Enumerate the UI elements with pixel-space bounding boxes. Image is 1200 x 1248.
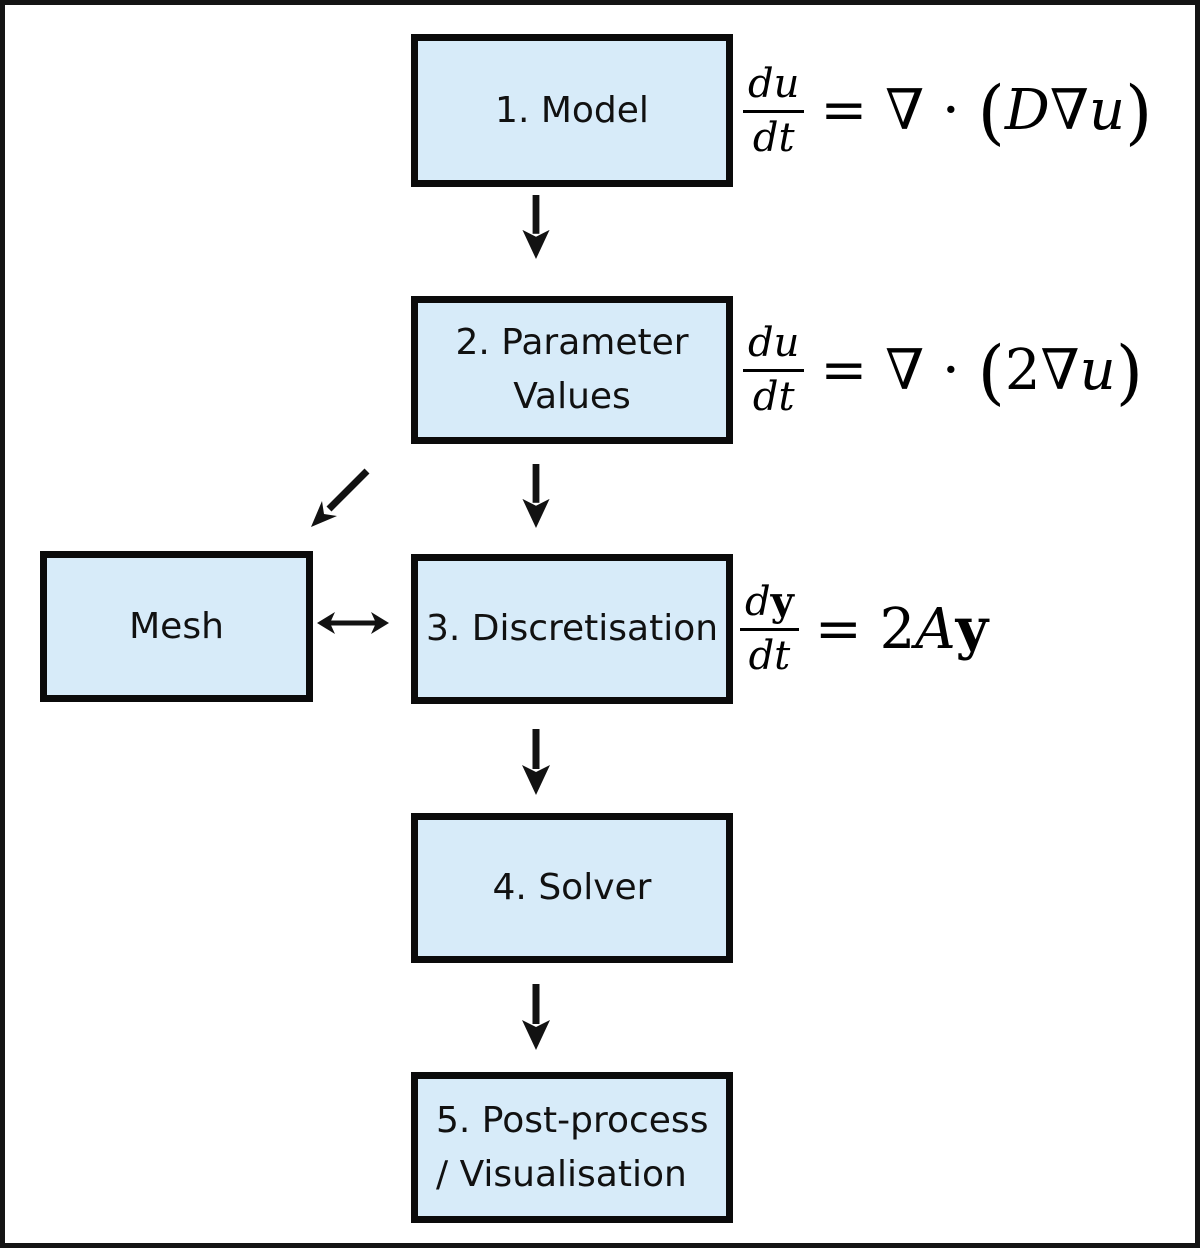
mesh-box: Mesh [40,551,313,702]
postprocess-box: 5. Post-process / Visualisation [411,1072,733,1223]
arrow-double-mesh-discretisation-icon [317,608,389,638]
solver-box: 4. Solver [411,813,733,963]
parameter-values-box-label-line1: 2. Parameter [455,322,689,363]
arrow-diagonal-to-mesh-icon [303,463,375,535]
model-box-label: 1. Model [495,89,649,131]
solver-box-label: 4. Solver [492,867,652,908]
arrow-down-parameters-to-discretisation-icon [518,464,554,528]
postprocess-box-label-line1: 5. Post-process [436,1099,709,1141]
arrow-down-model-to-parameters-icon [518,195,554,259]
discretisation-box: 3. Discretisation [411,554,733,704]
parameter-values-box: 2. Parameter Values [411,296,733,444]
mesh-box-label: Mesh [129,605,224,647]
parameter-values-box-label-line2: Values [513,376,631,417]
postprocess-box-label-line2: / Visualisation [436,1153,687,1195]
arrow-down-solver-to-postprocess-icon [518,984,554,1050]
arrow-down-discretisation-to-solver-icon [518,727,554,797]
model-box: 1. Model [411,34,733,187]
discretisation-box-label: 3. Discretisation [425,608,719,649]
